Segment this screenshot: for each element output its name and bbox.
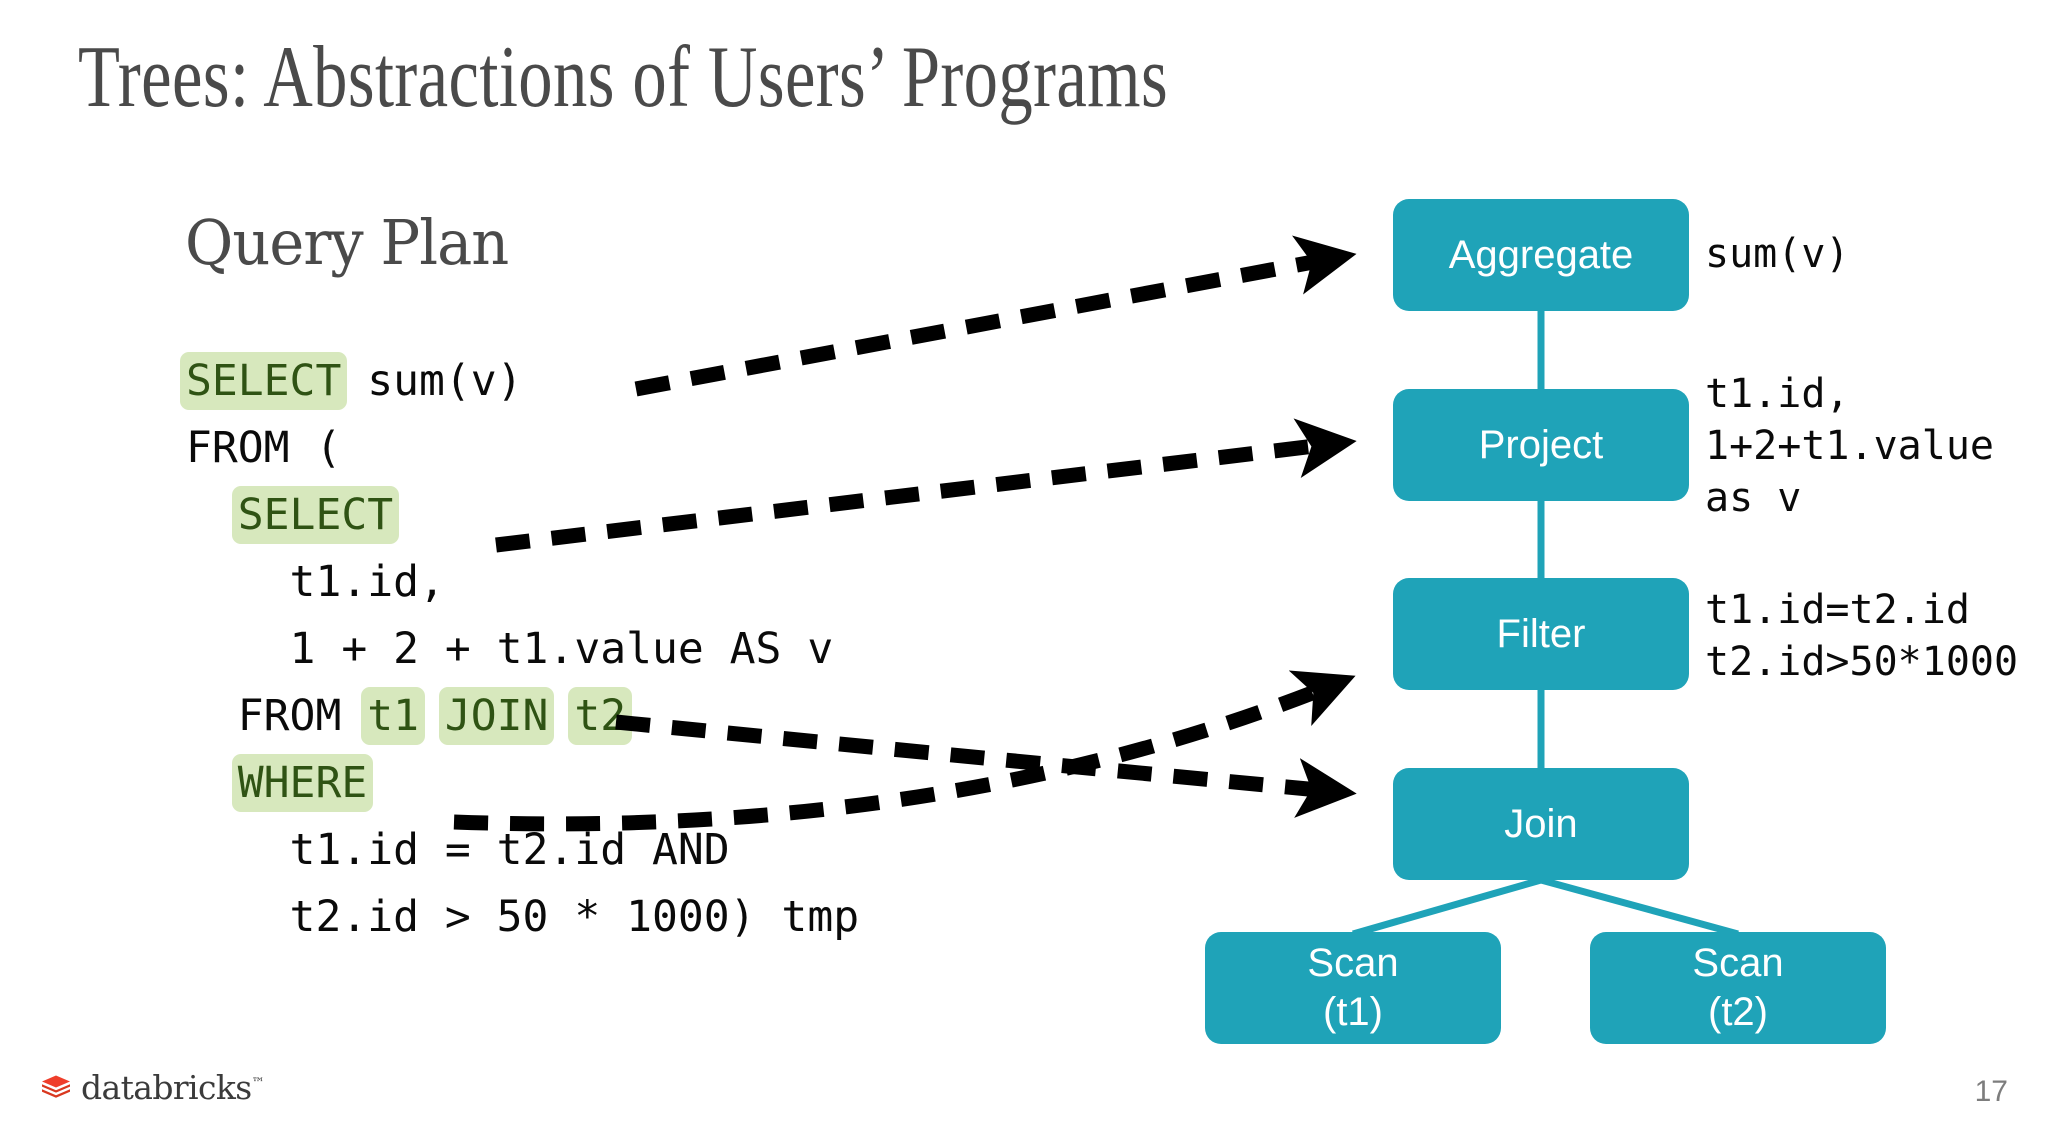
sql-line: SELECT [186, 482, 859, 549]
plan-node-scan-t2[interactable]: Scan (t2) [1590, 932, 1886, 1044]
plan-node-scan-t2-table: (t2) [1708, 990, 1768, 1034]
sql-keyword-highlight: SELECT [231, 486, 400, 544]
annotation-filter: t1.id=t2.id t2.id>50*1000 [1705, 587, 2019, 685]
plan-node-filter-label: Filter [1496, 611, 1586, 656]
sql-line: FROM t1 JOIN t2 [186, 683, 859, 750]
sql-line: t1.id = t2.id AND [186, 817, 859, 884]
databricks-logo: databricks™ [38, 1068, 265, 1107]
sql-keyword-highlight: SELECT [180, 352, 348, 410]
sql-text: t2.id > 50 * 1000) tmp [186, 892, 860, 942]
section-heading: Query Plan [185, 206, 509, 279]
plan-node-project-label: Project [1478, 422, 1604, 467]
plan-node-scan-t1[interactable]: Scan (t1) [1205, 932, 1501, 1044]
sql-text: t1.id = t2.id AND [186, 825, 730, 875]
plan-node-scan-t1-label: Scan [1307, 941, 1399, 986]
sql-text: sum(v) [341, 356, 523, 406]
annotation-project: t1.id, 1+2+t1.value as v [1705, 371, 1994, 521]
databricks-wordmark: databricks™ [81, 1068, 265, 1107]
sql-code-block: SELECT sum(v) FROM ( SELECT t1.id, 1 + 2 … [180, 348, 860, 951]
plan-node-scan-t2-label: Scan [1692, 941, 1784, 986]
sql-text: 1 + 2 + t1.value AS v [186, 624, 834, 674]
plan-node-join-label: Join [1504, 801, 1578, 846]
sql-keyword-highlight: t2 [568, 687, 633, 745]
annotation-aggregate: sum(v) [1705, 231, 1850, 277]
plan-node-filter[interactable]: Filter [1393, 578, 1689, 690]
sql-keyword-highlight: JOIN [438, 687, 555, 745]
sql-line: t2.id > 50 * 1000) tmp [186, 884, 860, 951]
sql-text: FROM ( [186, 423, 342, 473]
sql-line: SELECT sum(v) [180, 348, 859, 415]
trademark-symbol: ™ [251, 1076, 265, 1091]
sql-keyword-highlight: t1 [361, 687, 425, 745]
sql-line: 1 + 2 + t1.value AS v [186, 616, 859, 683]
page-title: Trees: Abstractions of Users’ Programs [78, 29, 1169, 126]
databricks-bricks-icon [42, 1075, 70, 1098]
sql-keyword-highlight: WHERE [231, 754, 374, 812]
sql-line: FROM ( [186, 415, 859, 482]
page-number: 17 [1974, 1075, 2008, 1108]
sql-text [186, 758, 238, 808]
plan-node-scan-t1-table: (t1) [1323, 990, 1383, 1034]
plan-node-aggregate-label: Aggregate [1448, 232, 1634, 277]
sql-line: t1.id, [186, 549, 859, 616]
plan-node-aggregate[interactable]: Aggregate [1393, 199, 1689, 311]
sql-text [186, 490, 238, 540]
plan-node-join[interactable]: Join [1393, 768, 1689, 880]
sql-text: t1.id, [186, 557, 445, 607]
sql-text: FROM [186, 691, 368, 741]
plan-node-project[interactable]: Project [1393, 389, 1689, 501]
sql-line: WHERE [186, 750, 859, 817]
databricks-wordmark-text: databricks [81, 1068, 252, 1107]
